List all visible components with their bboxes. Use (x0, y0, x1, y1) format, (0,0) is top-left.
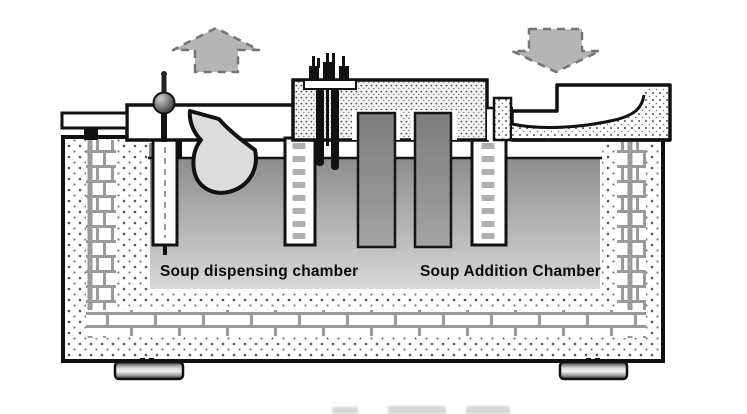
baffle-plate-right (413, 111, 453, 249)
heater-rod-right (331, 88, 339, 170)
label-addition-chamber: Soup Addition Chamber (420, 263, 601, 280)
pour-spout (187, 109, 258, 195)
chute-curve (511, 94, 646, 129)
heater-rod-left (316, 88, 324, 166)
down-arrow-icon (510, 27, 602, 74)
heater-element (303, 53, 357, 170)
valve-tip (163, 245, 167, 255)
chute-stipple-strip (512, 95, 644, 138)
heater-terminals (309, 53, 349, 82)
overflow-tube-left (283, 136, 317, 247)
bottom-brick-lining (86, 310, 646, 336)
label-dispensing-chamber: Soup dispensing chamber (160, 263, 358, 280)
up-arrow-icon (171, 26, 261, 74)
support-foot-right (558, 358, 629, 381)
cropped-caption-fragment (332, 407, 358, 414)
overflow-tube-right (470, 136, 508, 247)
valve-pin (161, 76, 167, 96)
cropped-caption-fragment (388, 406, 446, 414)
entry-chute-ledge (510, 83, 672, 142)
heater-flange (303, 79, 357, 90)
support-foot-left (113, 358, 185, 381)
valve-ball-knob (152, 91, 176, 115)
left-wall-brick-lining (86, 140, 116, 338)
valve-rod (161, 112, 167, 142)
left-shelf-support (84, 128, 98, 140)
heater-rod-center (326, 88, 329, 146)
right-wall-brick-lining (617, 142, 646, 338)
baffle-plate-left (356, 111, 397, 249)
ledge-stipple-block (644, 87, 668, 138)
left-shelf (60, 111, 129, 130)
stipple-pillar (492, 96, 513, 142)
valve-pin-tip (161, 71, 167, 77)
cropped-caption-fragment (466, 406, 510, 414)
